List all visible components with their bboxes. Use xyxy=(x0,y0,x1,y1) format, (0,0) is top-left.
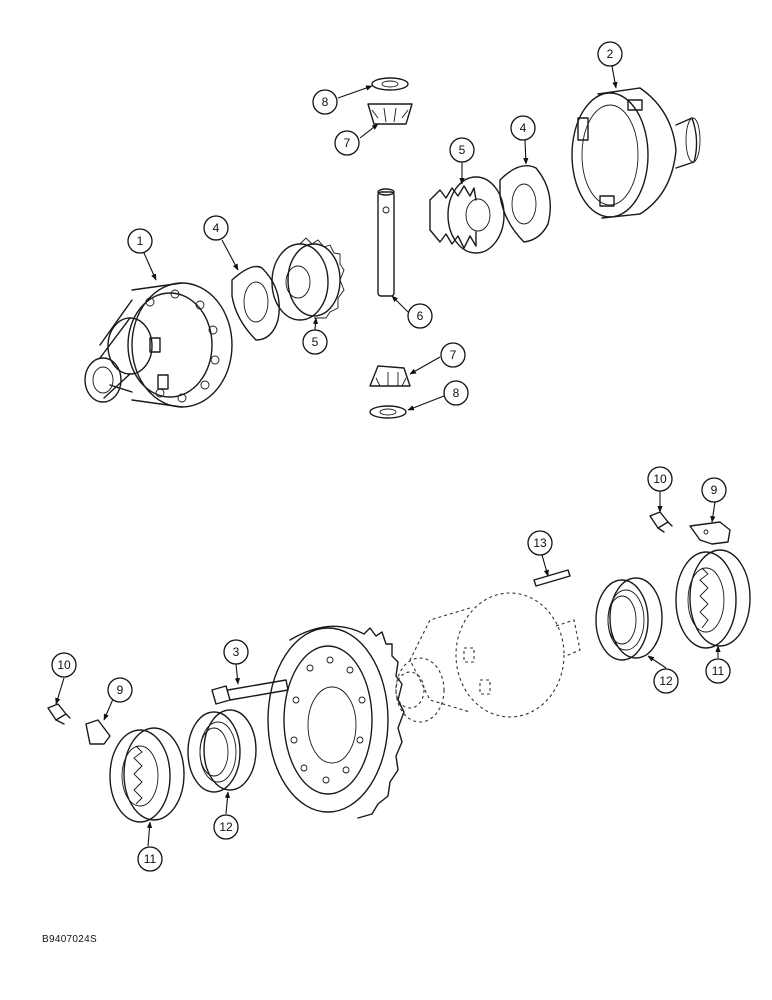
part-bolt-left xyxy=(47,703,71,725)
callout-5b: 5 xyxy=(449,137,475,163)
callout-11a: 11 xyxy=(137,846,163,872)
callout-label: 1 xyxy=(137,234,144,248)
part-adjusting-nut-left xyxy=(109,727,185,823)
part-thrust-washer-right xyxy=(499,165,551,243)
callout-circle xyxy=(449,137,475,163)
callout-circle xyxy=(51,652,77,678)
callout-9b: 9 xyxy=(701,477,727,503)
callout-circle xyxy=(302,329,328,355)
part-pin xyxy=(533,569,571,587)
callout-circle xyxy=(705,658,731,684)
callout-7b: 7 xyxy=(440,342,466,368)
part-thrust-washer-top xyxy=(371,77,409,91)
callout-circle xyxy=(647,466,673,492)
callout-label: 7 xyxy=(344,136,351,150)
callout-label: 8 xyxy=(453,386,460,400)
callout-label: 2 xyxy=(607,47,614,61)
callout-label: 9 xyxy=(117,683,124,697)
part-bearing-right xyxy=(595,577,663,661)
part-ring-gear xyxy=(267,625,405,819)
callout-circle xyxy=(701,477,727,503)
callout-label: 7 xyxy=(450,348,457,362)
callout-8a: 8 xyxy=(312,89,338,115)
differential-assembly-reference xyxy=(395,592,581,723)
part-bearing-left xyxy=(187,709,257,793)
callout-circle xyxy=(510,115,536,141)
callout-circle xyxy=(213,814,239,840)
callout-label: 10 xyxy=(653,472,667,486)
part-lock-plate-left xyxy=(85,719,111,745)
callout-circle xyxy=(203,215,229,241)
callout-3: 3 xyxy=(223,639,249,665)
callout-11b: 11 xyxy=(705,658,731,684)
callout-10a: 10 xyxy=(51,652,77,678)
callout-circle xyxy=(312,89,338,115)
callout-label: 5 xyxy=(459,143,466,157)
callout-circle xyxy=(443,380,469,406)
callout-8b: 8 xyxy=(443,380,469,406)
callout-circle xyxy=(407,303,433,329)
callout-1: 1 xyxy=(127,228,153,254)
callout-circle xyxy=(223,639,249,665)
callout-label: 5 xyxy=(312,335,319,349)
callout-4a: 4 xyxy=(203,215,229,241)
callout-label: 3 xyxy=(233,645,240,659)
callout-12a: 12 xyxy=(213,814,239,840)
callout-circle xyxy=(440,342,466,368)
part-side-gear-right xyxy=(429,176,505,254)
callout-6: 6 xyxy=(407,303,433,329)
callout-label: 12 xyxy=(659,674,673,688)
callout-circle xyxy=(127,228,153,254)
callout-label: 4 xyxy=(213,221,220,235)
callout-label: 8 xyxy=(322,95,329,109)
part-thrust-washer-left xyxy=(231,265,280,341)
figure-code: B9407024S xyxy=(42,934,97,945)
callout-label: 11 xyxy=(712,664,725,678)
callout-13: 13 xyxy=(527,530,553,556)
leader-lines xyxy=(55,65,721,847)
callout-circle xyxy=(137,846,163,872)
part-pinion-gear-bottom xyxy=(369,365,411,387)
part-differential-case-cup xyxy=(571,87,701,219)
callout-circle xyxy=(334,130,360,156)
callout-10b: 10 xyxy=(647,466,673,492)
callout-label: 10 xyxy=(57,658,71,672)
callout-9a: 9 xyxy=(107,677,133,703)
callout-label: 12 xyxy=(219,820,233,834)
part-ring-gear-bolt xyxy=(211,679,289,705)
callout-4b: 4 xyxy=(510,115,536,141)
callout-5a: 5 xyxy=(302,329,328,355)
callout-label: 4 xyxy=(520,121,527,135)
callout-12b: 12 xyxy=(653,668,679,694)
part-pinion-gear-top xyxy=(367,103,413,125)
callout-7a: 7 xyxy=(334,130,360,156)
part-differential-case-half xyxy=(84,282,233,408)
part-lock-plate-right xyxy=(689,521,731,545)
callout-circle xyxy=(527,530,553,556)
callout-circle xyxy=(597,41,623,67)
callout-circle xyxy=(653,668,679,694)
part-bolt-right xyxy=(649,511,673,533)
callout-label: 13 xyxy=(533,536,547,550)
part-side-gear-left xyxy=(271,237,345,321)
callout-2: 2 xyxy=(597,41,623,67)
callout-label: 11 xyxy=(144,852,157,866)
callout-label: 6 xyxy=(417,309,424,323)
callout-label: 9 xyxy=(711,483,718,497)
part-pinion-shaft xyxy=(377,188,395,297)
part-thrust-washer-bottom xyxy=(369,405,407,419)
callout-circle xyxy=(107,677,133,703)
part-adjusting-nut-right xyxy=(675,549,751,649)
